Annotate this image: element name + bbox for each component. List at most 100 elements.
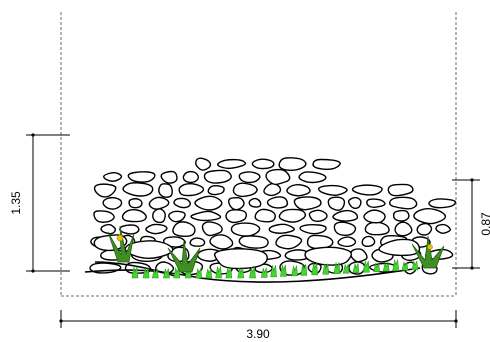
grass-tuft: [333, 262, 341, 274]
stone: [268, 223, 295, 234]
stone: [435, 223, 451, 234]
stone: [308, 209, 328, 223]
grass-tuft: [142, 266, 150, 279]
width-label: 3.90: [246, 327, 270, 341]
grass-tuft: [237, 266, 245, 279]
stone: [201, 221, 223, 237]
stone: [148, 196, 170, 210]
stone: [378, 238, 421, 257]
stone: [227, 196, 245, 211]
stone: [299, 223, 327, 235]
left-height-dimension: 1.35: [9, 133, 70, 273]
stone: [347, 196, 362, 210]
stone: [93, 210, 115, 223]
stone: [278, 208, 307, 223]
width-dimension: 3.90: [59, 310, 458, 341]
stone: [364, 221, 390, 236]
grass-tuft: [382, 261, 390, 272]
stone: [189, 237, 206, 247]
stone: [254, 208, 276, 223]
stone: [230, 222, 261, 237]
stone: [127, 171, 156, 183]
stone: [203, 169, 232, 184]
stone: [312, 158, 341, 171]
stone: [389, 196, 418, 210]
stone: [251, 158, 275, 170]
stone: [350, 248, 368, 263]
stone: [278, 157, 307, 172]
dim-tick-left: [59, 319, 63, 323]
grass-tuft: [373, 262, 381, 272]
grass-tuft: [311, 262, 319, 276]
dim-tick-right: [454, 319, 458, 323]
grass-tuft: [342, 263, 350, 274]
stone: [225, 209, 248, 224]
stone: [275, 234, 303, 250]
grass-tuft: [215, 266, 222, 279]
stone: [102, 172, 123, 182]
stone: [337, 236, 357, 248]
grass-tuft: [322, 263, 330, 275]
stone: [119, 224, 140, 235]
grass-tuft: [392, 259, 400, 271]
stone: [238, 235, 269, 249]
grass-tuft: [205, 267, 213, 279]
stone: [160, 170, 178, 184]
plant-left: [107, 225, 135, 263]
stone: [361, 235, 376, 248]
stone: [248, 197, 262, 208]
stone: [213, 248, 268, 270]
stone: [121, 208, 147, 223]
stone: [333, 221, 357, 237]
grass-tuft: [280, 264, 287, 277]
plant-right: [411, 235, 445, 269]
stone: [306, 234, 334, 250]
stone: [182, 170, 200, 184]
grass-tuft: [401, 261, 409, 271]
grass-tuft: [362, 260, 370, 273]
stone: [209, 234, 234, 250]
grass-tuft: [249, 266, 256, 279]
grass-tuft: [151, 268, 159, 279]
dim-tick-bottom: [31, 269, 35, 273]
stone: [387, 183, 414, 197]
stone: [128, 198, 143, 209]
stone: [155, 261, 175, 274]
grass-tuft: [195, 267, 203, 279]
dim-tick-top: [31, 133, 35, 137]
grass-tuft: [173, 267, 181, 279]
stone: [332, 209, 359, 222]
stone: [286, 183, 311, 197]
stone: [194, 195, 223, 211]
stone: [416, 222, 433, 236]
stone: [158, 183, 173, 198]
stone: [363, 209, 386, 224]
stone: [207, 184, 225, 196]
right-height-dimension: 0.87: [452, 178, 490, 270]
stone: [178, 182, 205, 197]
grass-tuft: [291, 264, 298, 277]
grass-tuft: [131, 266, 139, 279]
stone: [93, 183, 117, 198]
stone: [327, 196, 346, 211]
stone: [318, 184, 348, 196]
stone: [102, 196, 123, 210]
stone: [298, 171, 327, 184]
stone: [232, 182, 258, 198]
grass-tuft: [352, 262, 360, 273]
stone: [265, 168, 291, 186]
stone: [351, 184, 383, 196]
stone: [413, 207, 447, 225]
left-height-label: 1.35: [9, 191, 23, 215]
flower-icon: [116, 234, 124, 242]
grass-tuft: [260, 267, 268, 278]
grass-tuft: [300, 263, 308, 276]
section-frame: [60, 12, 457, 297]
stone: [173, 197, 191, 209]
stone: [394, 221, 413, 237]
stone: [190, 210, 222, 222]
stone: [145, 223, 168, 235]
grass-tuft: [163, 267, 170, 279]
plant-middle: [167, 239, 201, 273]
stone: [392, 209, 410, 222]
